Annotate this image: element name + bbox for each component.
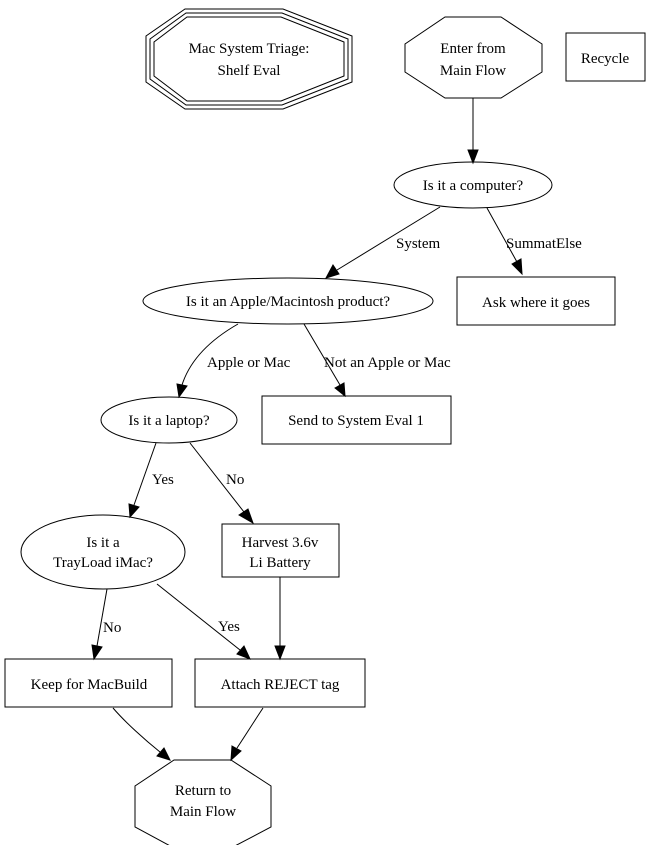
node-return-to-main-flow[interactable]: Return to Main Flow	[134, 759, 272, 845]
edge-label-system: System	[396, 236, 441, 252]
svg-text:Ask where it goes: Ask where it goes	[482, 295, 590, 311]
title-line-2: Shelf Eval	[218, 63, 281, 79]
node-is-it-a-computer[interactable]: Is it a computer?	[393, 161, 553, 209]
svg-text:TrayLoad iMac?: TrayLoad iMac?	[53, 555, 153, 571]
svg-text:Enter from: Enter from	[440, 41, 506, 57]
node-harvest-battery[interactable]: Harvest 3.6v Li Battery	[221, 523, 340, 578]
svg-text:Attach REJECT tag: Attach REJECT tag	[221, 677, 340, 693]
edge-is-apple-to-is-laptop: Apple or Mac	[176, 323, 291, 399]
edge-label-no-2: No	[103, 620, 121, 636]
edge-is-computer-to-is-apple: System	[324, 206, 441, 279]
edge-is-computer-to-ask: SummatElse	[486, 207, 582, 276]
edge-label-not-apple: Not an Apple or Mac	[324, 355, 451, 371]
edge-is-laptop-to-harvest: No	[189, 442, 254, 525]
node-is-it-a-laptop[interactable]: Is it a laptop?	[100, 396, 238, 444]
node-attach-reject-tag[interactable]: Attach REJECT tag	[194, 658, 366, 708]
edge-is-trayload-to-keep: No	[91, 588, 121, 661]
svg-text:Recycle: Recycle	[581, 51, 630, 67]
edge-label-summatelse: SummatElse	[506, 236, 582, 252]
svg-text:Return to: Return to	[175, 783, 231, 799]
edge-label-yes-1: Yes	[152, 472, 174, 488]
edge-enter-to-is-computer	[467, 98, 479, 165]
edge-is-laptop-to-is-trayload: Yes	[128, 442, 174, 519]
svg-text:Harvest 3.6v: Harvest 3.6v	[242, 535, 319, 551]
edges: System SummatElse Apple or Mac Not an Ap…	[91, 98, 582, 762]
svg-text:Main Flow: Main Flow	[170, 804, 236, 820]
title-line-1: Mac System Triage:	[189, 41, 310, 57]
node-send-to-system-eval[interactable]: Send to System Eval 1	[261, 395, 452, 445]
node-is-it-trayload-imac[interactable]: Is it a TrayLoad iMac?	[20, 514, 186, 590]
node-recycle[interactable]: Recycle	[565, 32, 646, 82]
svg-text:Is it a laptop?: Is it a laptop?	[128, 413, 210, 429]
svg-text:Send to System Eval 1: Send to System Eval 1	[288, 413, 424, 429]
svg-text:Main Flow: Main Flow	[440, 63, 506, 79]
edge-reject-to-return	[230, 707, 264, 762]
svg-text:Is it a: Is it a	[86, 535, 120, 551]
node-is-it-apple[interactable]: Is it an Apple/Macintosh product?	[142, 277, 434, 325]
node-keep-for-macbuild[interactable]: Keep for MacBuild	[4, 658, 173, 708]
edge-is-apple-to-send-eval: Not an Apple or Mac	[303, 323, 451, 398]
edge-harvest-to-reject	[274, 577, 286, 661]
edge-label-no-1: No	[226, 472, 244, 488]
svg-text:Li Battery: Li Battery	[249, 555, 311, 571]
edge-label-apple-or-mac: Apple or Mac	[207, 355, 291, 371]
edge-is-trayload-to-reject: Yes	[156, 583, 251, 660]
node-title[interactable]: Mac System Triage: Shelf Eval	[145, 8, 353, 110]
svg-text:Is it a computer?: Is it a computer?	[423, 178, 524, 194]
svg-text:Keep for MacBuild: Keep for MacBuild	[31, 677, 148, 693]
edge-label-yes-2: Yes	[218, 619, 240, 635]
svg-text:Is it an Apple/Macintosh produ: Is it an Apple/Macintosh product?	[186, 294, 390, 310]
edge-keep-to-return	[112, 707, 171, 761]
node-enter-from-main-flow[interactable]: Enter from Main Flow	[404, 16, 543, 99]
node-ask-where-it-goes[interactable]: Ask where it goes	[456, 276, 616, 326]
